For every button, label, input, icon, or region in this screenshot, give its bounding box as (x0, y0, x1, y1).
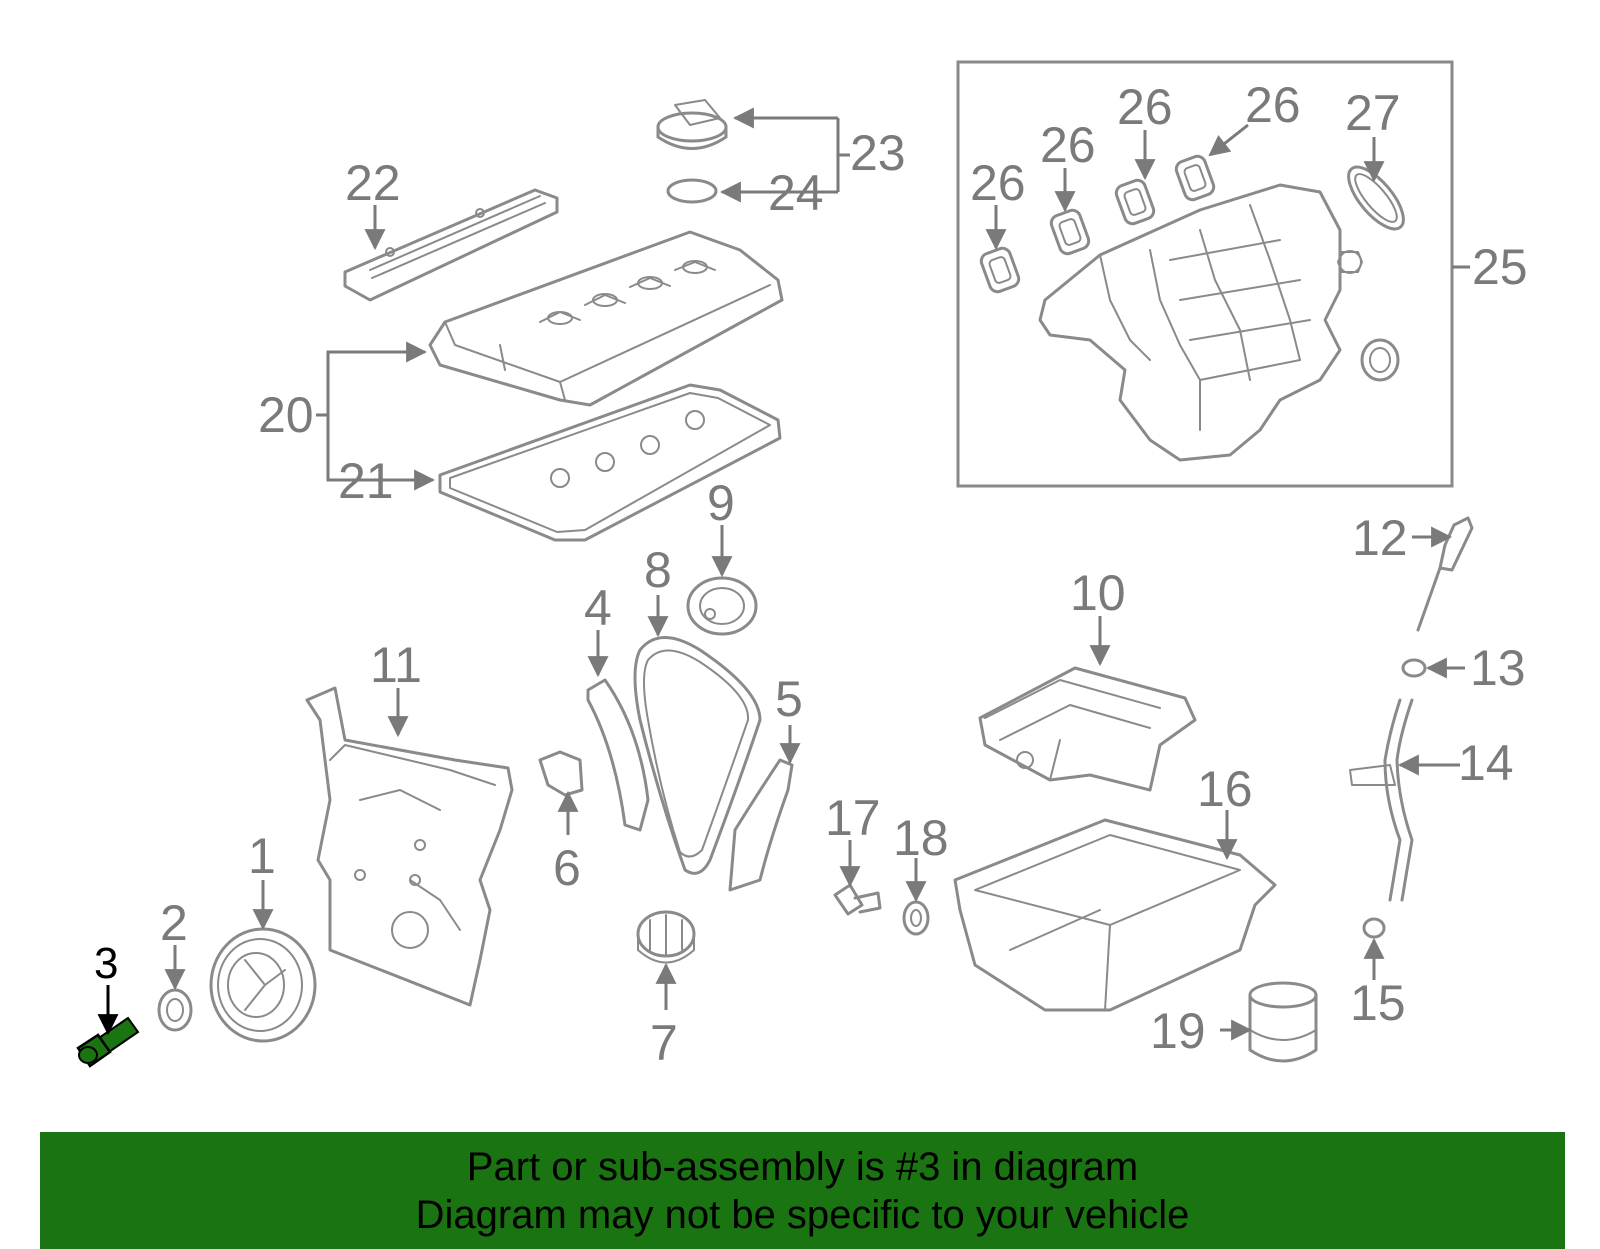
part-26-gasket-a[interactable] (979, 246, 1021, 294)
label-13[interactable]: 13 (1470, 640, 1526, 696)
part-1-crankshaft-pulley[interactable] (209, 927, 317, 1043)
intake-manifold-box (956, 60, 1454, 488)
label-12[interactable]: 12 (1352, 510, 1408, 566)
label-24[interactable]: 24 (768, 165, 824, 221)
part-27-seal[interactable] (1339, 159, 1412, 238)
label-26-d[interactable]: 26 (1245, 77, 1301, 133)
leader-lines (97, 107, 1470, 1041)
part-23-oil-filler-cap[interactable] (656, 99, 728, 150)
part-9-camshaft-sprocket[interactable] (686, 576, 758, 636)
label-9[interactable]: 9 (707, 475, 735, 531)
part-11-timing-cover[interactable] (305, 686, 514, 1007)
label-19[interactable]: 19 (1150, 1003, 1206, 1059)
label-5[interactable]: 5 (775, 671, 803, 727)
label-27[interactable]: 27 (1345, 85, 1401, 141)
label-26-a[interactable]: 26 (970, 155, 1026, 211)
label-2[interactable]: 2 (160, 895, 188, 951)
part-22-engine-cover[interactable] (343, 188, 559, 302)
label-8[interactable]: 8 (644, 542, 672, 598)
label-15[interactable]: 15 (1350, 975, 1406, 1031)
part-18-washer[interactable] (902, 900, 930, 936)
part-14-dipstick-tube[interactable] (1349, 698, 1414, 902)
part-26-gasket-c[interactable] (1114, 178, 1156, 226)
part-13-o-ring[interactable] (1401, 658, 1427, 678)
label-18[interactable]: 18 (893, 810, 949, 866)
part-16-oil-pan[interactable] (953, 818, 1277, 1012)
part-5-tensioner-arm[interactable] (728, 758, 794, 892)
label-26-c[interactable]: 26 (1117, 79, 1173, 135)
manifold-plug-seal (1360, 338, 1400, 382)
label-7[interactable]: 7 (650, 1015, 678, 1071)
part-25-intake-manifold[interactable] (1038, 183, 1363, 462)
banner-line-2: Diagram may not be specific to your vehi… (415, 1192, 1190, 1237)
part-21-valve-cover-gasket[interactable] (438, 383, 782, 542)
label-21[interactable]: 21 (338, 453, 394, 509)
label-14[interactable]: 14 (1458, 735, 1514, 791)
part-10-oil-pump[interactable] (978, 666, 1197, 792)
part-26-gasket-b[interactable] (1049, 208, 1091, 256)
label-4[interactable]: 4 (584, 580, 612, 636)
label-25[interactable]: 25 (1472, 239, 1528, 295)
part-15-o-ring[interactable] (1362, 917, 1386, 939)
part-20-valve-cover[interactable] (428, 230, 784, 407)
banner-line-1: Part or sub-assembly is #3 in diagram (466, 1144, 1139, 1189)
callout-labels: 22 20 21 23 24 25 26 26 26 26 27 12 9 8 … (94, 77, 1528, 1071)
label-16[interactable]: 16 (1197, 761, 1253, 817)
part-17-drain-plug[interactable] (833, 883, 882, 916)
label-10[interactable]: 10 (1070, 565, 1126, 621)
label-20[interactable]: 20 (258, 387, 314, 443)
label-26-b[interactable]: 26 (1040, 117, 1096, 173)
label-17[interactable]: 17 (825, 790, 881, 846)
part-19-oil-filter[interactable] (1248, 981, 1318, 1063)
label-1[interactable]: 1 (248, 828, 276, 884)
part-3-bolt-highlighted[interactable] (76, 1016, 140, 1068)
label-23[interactable]: 23 (850, 125, 906, 181)
label-6[interactable]: 6 (553, 840, 581, 896)
label-3-highlighted[interactable]: 3 (94, 939, 118, 988)
part-24-cap-seal[interactable] (666, 178, 718, 204)
part-8-timing-chain[interactable] (633, 636, 762, 875)
part-2-front-seal[interactable] (157, 988, 193, 1032)
info-banner: Part or sub-assembly is #3 in diagram Di… (40, 1132, 1565, 1249)
engine-parts-diagram: 22 20 21 23 24 25 26 26 26 26 27 12 9 8 … (76, 60, 1528, 1071)
part-6-tensioner[interactable] (538, 750, 584, 797)
label-11[interactable]: 11 (370, 637, 422, 693)
label-22[interactable]: 22 (345, 155, 401, 211)
part-26-gasket-d[interactable] (1174, 154, 1216, 202)
part-4-chain-guide[interactable] (586, 678, 650, 832)
part-7-crank-sprocket[interactable] (636, 910, 696, 964)
part-12-dipstick[interactable] (1416, 516, 1474, 632)
